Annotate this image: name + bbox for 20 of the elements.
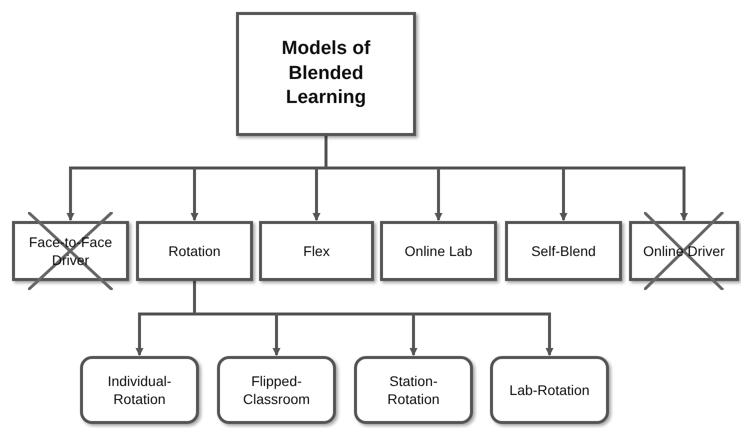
rounded-box	[217, 356, 336, 424]
rounded-box	[80, 356, 199, 424]
node-label: Models of Blended Learning	[280, 36, 372, 110]
process-box	[505, 221, 622, 281]
process-box	[259, 221, 374, 281]
node-label: Station-Rotation	[386, 372, 441, 408]
node-label: Self-Blend	[531, 242, 596, 260]
title-box	[236, 12, 416, 136]
process-box	[136, 221, 253, 281]
arrow	[193, 281, 554, 356]
node-label: Flipped-Classroom	[242, 372, 311, 408]
process-box	[380, 221, 497, 281]
node-label: Individual-Rotation	[106, 372, 172, 408]
rounded-box	[354, 356, 473, 424]
node-label: Flex	[303, 242, 330, 260]
node-label: Rotation	[168, 242, 221, 260]
arrow	[324, 136, 688, 221]
node-label: Lab-Rotation	[509, 380, 590, 400]
node-label: Online Lab	[404, 242, 472, 260]
rounded-box	[490, 356, 609, 424]
